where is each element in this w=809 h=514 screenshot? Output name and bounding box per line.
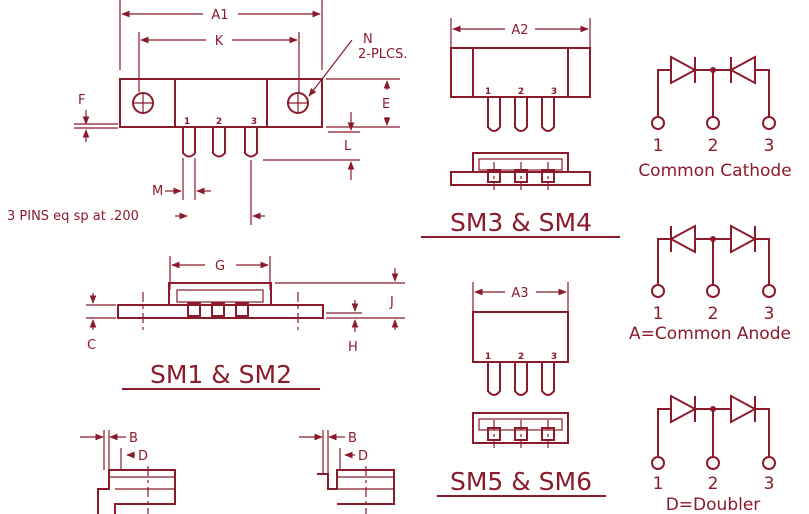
common-cathode-caption: Common Cathode <box>638 161 791 181</box>
schematic-doubler: 1 2 3 D=Doubler <box>651 394 776 514</box>
dim-m-label: M <box>152 184 163 199</box>
sm1-side-view: G J H C <box>86 256 405 355</box>
sm3-pin-2-label: 2 <box>518 87 524 97</box>
dim-g-label: G <box>215 259 225 274</box>
sm5-sm6-title: SM5 & SM6 <box>450 467 592 496</box>
lead-form-view-right: B D <box>299 430 395 514</box>
sm3-side-view <box>450 152 591 190</box>
pin-spacing-note: 3 PINS eq sp at .200 <box>7 209 139 224</box>
anode-pin-3-label: 3 <box>764 304 775 324</box>
dim-l-label: L <box>344 139 352 154</box>
cathode-pin-3-label: 3 <box>764 136 775 156</box>
sm5-pin-1-label: 1 <box>485 352 491 362</box>
sm1-pin-3-label: 3 <box>251 117 257 127</box>
sm1-top-view: A1 K N 2-PLCS. 1 2 3 F <box>7 0 408 225</box>
dim-plcs-label: 2-PLCS. <box>358 47 408 62</box>
sm3-pin-3-label: 3 <box>551 87 557 97</box>
dim-f-label: F <box>78 93 85 108</box>
sm1-sm2-title: SM1 & SM2 <box>150 360 292 389</box>
anode-pin-2-label: 2 <box>708 304 719 324</box>
dim-k-label: K <box>215 34 224 49</box>
cathode-pin-1-label: 1 <box>653 136 664 156</box>
dim-b-label-right: B <box>348 431 357 446</box>
doubler-pin-1-label: 1 <box>653 474 664 494</box>
sm5-side-view <box>472 412 569 448</box>
dim-a2-label: A2 <box>511 23 528 38</box>
sm1-pin-2-label: 2 <box>216 117 222 127</box>
dim-h-label: H <box>348 340 358 355</box>
sm5-top-view: A3 1 2 3 <box>472 282 569 396</box>
dim-j-label: J <box>389 295 394 310</box>
sm5-pin-2-label: 2 <box>518 352 524 362</box>
doubler-pin-3-label: 3 <box>764 474 775 494</box>
common-anode-caption: A=Common Anode <box>629 324 791 344</box>
sm3-top-view: A2 1 2 3 <box>450 18 591 132</box>
sm3-pin-1-label: 1 <box>485 87 491 97</box>
lead-form-view-left: B D <box>80 430 176 514</box>
sm1-pin-1-label: 1 <box>184 117 190 127</box>
dim-b-label-left: B <box>129 431 138 446</box>
dim-a1-label: A1 <box>211 8 228 23</box>
cathode-pin-2-label: 2 <box>708 136 719 156</box>
sm3-sm4-title: SM3 & SM4 <box>450 208 592 237</box>
anode-pin-1-label: 1 <box>653 304 664 324</box>
dim-a3-label: A3 <box>511 286 528 301</box>
schematic-common-anode: 1 2 3 A=Common Anode <box>629 224 791 344</box>
dim-n-label: N <box>363 32 373 47</box>
dim-c-label: C <box>87 338 96 353</box>
dim-d-label-right: D <box>358 449 368 464</box>
sm5-pin-3-label: 3 <box>551 352 557 362</box>
doubler-pin-2-label: 2 <box>708 474 719 494</box>
doubler-caption: D=Doubler <box>666 495 761 514</box>
schematic-common-cathode: 1 2 3 Common Cathode <box>638 55 792 181</box>
dim-d-label-left: D <box>138 449 148 464</box>
dim-e-label: E <box>382 97 390 112</box>
